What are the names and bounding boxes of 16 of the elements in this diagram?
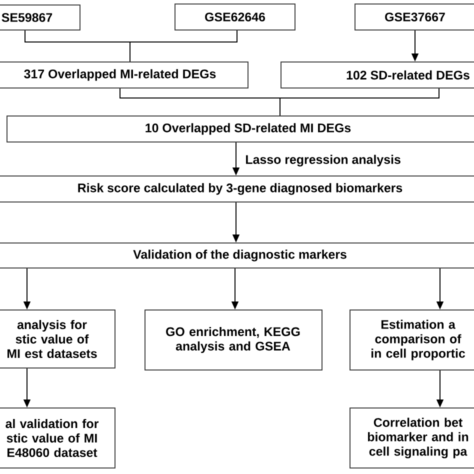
process-box: GSE62646: [174, 4, 296, 30]
process-box: 10 Overlapped SD-related MI DEGs: [6, 116, 474, 142]
process-box: Correlation bet biomarker and in cell signaling pa: [350, 408, 474, 468]
edge-label: Lasso regression analysis: [244, 154, 402, 168]
process-box: Estimation a comparison of in cell proportic: [350, 310, 474, 370]
process-band: Risk score calculated by 3-gene diagnosed biomarkers: [0, 176, 474, 202]
process-box: GSE37667: [354, 4, 474, 30]
process-box: SE59867: [0, 4, 80, 30]
process-band: Validation of the diagnostic markers: [0, 242, 474, 268]
bracket-connector: [280, 88, 440, 116]
bracket-connector: [130, 30, 238, 62]
process-box: GO enrichment, KEGG analysis and GSEA: [144, 310, 322, 370]
process-box: analysis for stic value of MI est datasets: [0, 310, 116, 368]
process-box: 102 SD-related DEGs: [280, 62, 474, 88]
process-box: 317 Overlapped MI-related DEGs: [0, 62, 248, 88]
process-box: al validation for stic value of MI E48060 dataset: [0, 408, 116, 468]
